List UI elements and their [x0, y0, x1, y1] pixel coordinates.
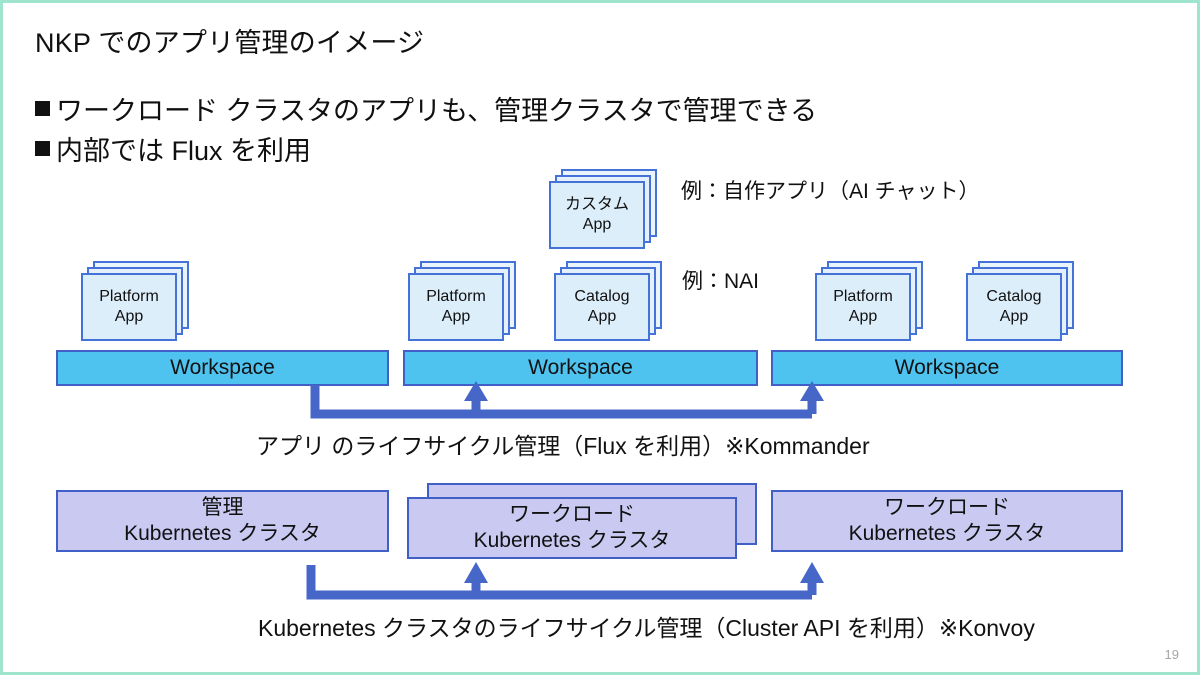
page-title: NKP でのアプリ管理のイメージ — [35, 28, 425, 58]
cluster-lifecycle-caption: Kubernetes クラスタのライフサイクル管理（Cluster API を利… — [258, 615, 1035, 641]
bullet-text-2: 内部では Flux を利用 — [56, 136, 312, 166]
app-card-stack-custom: カスタム App — [549, 169, 657, 249]
cluster-lifecycle-arrow — [306, 562, 824, 600]
cluster-box-workload-right[interactable]: ワークロード Kubernetes クラスタ — [771, 490, 1123, 552]
cluster-label: ワークロード Kubernetes クラスタ — [848, 496, 1046, 545]
app-lifecycle-arrow — [310, 381, 824, 419]
workspace-label: Workspace — [170, 356, 275, 379]
cluster-box-workload-middle[interactable]: ワークロード Kubernetes クラスタ — [407, 497, 737, 559]
bullet-item-2: 内部では Flux を利用 — [35, 129, 311, 168]
app-card-front: カスタム App — [549, 181, 645, 249]
app-card-label: Catalog App — [574, 288, 630, 325]
app-card-stack-platform-ws3: Platform App — [815, 261, 923, 341]
app-card-label: カスタム App — [564, 196, 629, 233]
app-card-front: Platform App — [408, 273, 504, 341]
bullet-marker-icon — [35, 101, 50, 116]
catalog-app-note: 例：NAI — [682, 270, 760, 293]
app-lifecycle-caption: アプリ のライフサイクル管理（Flux を利用）※Kommander — [256, 433, 870, 459]
app-card-label: Platform App — [426, 288, 486, 325]
app-card-front: Catalog App — [554, 273, 650, 341]
app-card-front: Platform App — [81, 273, 177, 341]
bullet-item-1: ワークロード クラスタのアプリも、管理クラスタで管理できる — [35, 89, 817, 128]
cluster-box-management[interactable]: 管理 Kubernetes クラスタ — [56, 490, 389, 552]
cluster-label: ワークロード Kubernetes クラスタ — [473, 503, 671, 552]
workspace-label: Workspace — [528, 356, 633, 379]
workspace-label: Workspace — [894, 356, 1000, 379]
app-card-front: Platform App — [815, 273, 911, 341]
app-card-stack-catalog-ws3: Catalog App — [966, 261, 1074, 341]
cluster-label: 管理 Kubernetes クラスタ — [124, 496, 321, 545]
bullet-text-1: ワークロード クラスタのアプリも、管理クラスタで管理できる — [56, 96, 818, 126]
app-card-stack-platform-ws2: Platform App — [408, 261, 516, 341]
app-card-stack-catalog-ws2: Catalog App — [554, 261, 662, 341]
app-card-label: Platform App — [833, 288, 893, 325]
app-card-front: Catalog App — [966, 273, 1062, 341]
custom-app-note: 例：自作アプリ（AI チャット） — [681, 180, 980, 203]
bullet-marker-icon — [35, 141, 50, 156]
workspace-bar-1[interactable]: Workspace — [56, 350, 389, 386]
page-number: 19 — [1164, 647, 1179, 662]
workspace-bar-3[interactable]: Workspace — [771, 350, 1123, 386]
app-card-label: Platform App — [99, 288, 159, 325]
workspace-bar-2[interactable]: Workspace — [403, 350, 758, 386]
app-card-label: Catalog App — [986, 288, 1042, 325]
app-card-stack-platform-ws1: Platform App — [81, 261, 189, 341]
